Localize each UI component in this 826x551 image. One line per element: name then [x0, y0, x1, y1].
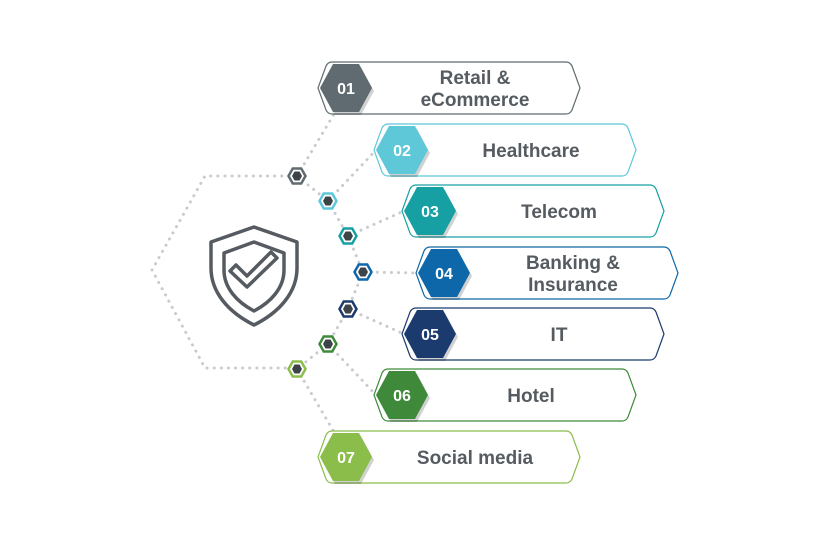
industry-box-outline: [373, 368, 637, 422]
industry-item-06: 06 Hotel: [373, 368, 637, 422]
connector-line: [295, 367, 336, 434]
number-badge-text: 07: [337, 450, 355, 467]
connector-node-core: [323, 196, 333, 206]
industry-label: Hotel: [507, 386, 555, 407]
industry-box-outline: [401, 184, 665, 238]
industry-item-03: 03 Telecom: [401, 184, 665, 238]
number-badge-text: 03: [421, 204, 439, 221]
dotted-hexagon-path: [150, 174, 298, 370]
connector-line: [326, 148, 378, 203]
industry-label: Social media: [417, 448, 534, 469]
industry-item-02: 02 Healthcare: [373, 123, 637, 177]
industry-label: Insurance: [528, 275, 618, 296]
industry-item-04: 04 Banking &Insurance: [415, 246, 679, 300]
number-badge-text: 02: [393, 143, 411, 160]
number-badge: [404, 187, 456, 235]
industry-item-07: 07 Social media: [317, 430, 581, 484]
connector-line: [361, 270, 420, 275]
connector-node-core: [358, 267, 368, 277]
industry-label: eCommerce: [421, 90, 530, 111]
industry-box-outline: [373, 123, 637, 177]
connector-node-core: [343, 231, 353, 241]
industry-label: Retail &: [440, 68, 511, 89]
industry-item-05: 05 IT: [401, 307, 665, 361]
number-badge: [376, 371, 428, 419]
connector-node-core: [323, 339, 333, 349]
connector-node-core: [343, 304, 353, 314]
number-badge: [320, 433, 372, 481]
industry-label: Banking &: [526, 253, 620, 274]
number-badge: [376, 126, 428, 174]
industry-box-outline: [317, 61, 581, 115]
number-badge: [404, 310, 456, 358]
industry-label: IT: [551, 325, 568, 346]
industry-label: Telecom: [521, 202, 597, 223]
connector-nodes: [287, 167, 373, 378]
number-badge-text: 06: [393, 388, 411, 405]
number-badge: [320, 64, 372, 112]
connector-node-core: [292, 171, 302, 181]
connector-node-core: [292, 364, 302, 374]
industry-box-outline: [317, 430, 581, 484]
industry-box-outline: [415, 246, 679, 300]
connector-line: [346, 209, 406, 238]
industry-box-outline: [401, 307, 665, 361]
connector-line: [295, 112, 336, 178]
connector-line: [346, 307, 406, 336]
number-badge: [418, 249, 470, 297]
industry-item-01: 01 Retail &eCommerce: [317, 61, 581, 115]
shield-check-icon: [209, 225, 299, 327]
connector-line: [326, 342, 378, 397]
industry-label: Healthcare: [482, 141, 579, 162]
number-badge-text: 04: [435, 266, 453, 283]
industry-list: 01 Retail &eCommerce 02 Healthcare 03 Telecom…: [317, 61, 679, 484]
number-badge-text: 05: [421, 327, 439, 344]
number-badge-text: 01: [337, 81, 355, 98]
